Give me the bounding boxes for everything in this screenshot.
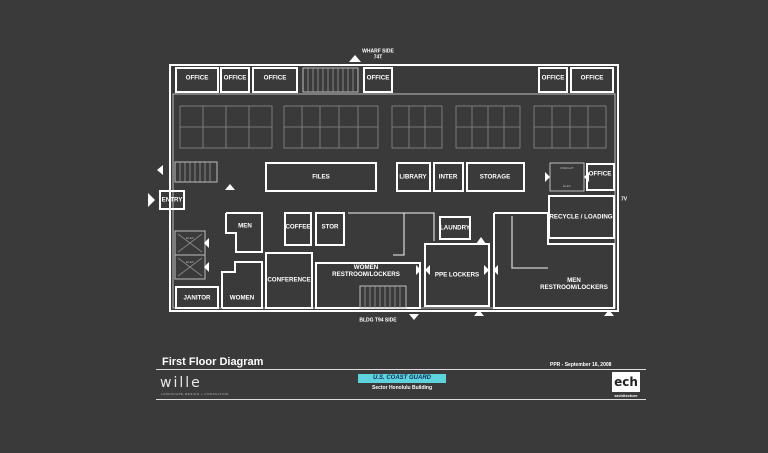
stor-label: STOR <box>321 224 339 231</box>
ppe-arrow-l1 <box>416 265 421 275</box>
men-lockers-room[interactable] <box>493 212 615 309</box>
wharf-side-label: WHARF SIDE <box>362 48 394 54</box>
janitor-label: JANITOR <box>183 295 211 302</box>
office-2[interactable] <box>220 67 250 93</box>
architect-logo: ech <box>612 372 640 392</box>
cubicle-block-4 <box>455 105 521 149</box>
drawing-date: PPR - September 16, 2008 <box>550 362 612 368</box>
stor-room[interactable] <box>315 212 345 246</box>
wall-segment-1 <box>348 212 435 241</box>
client-building: Sector Honolulu Building <box>372 385 432 391</box>
office-6[interactable] <box>570 67 614 93</box>
client-logo: U.S. COAST GUARD <box>358 374 446 383</box>
bldg-side-label: BLDG T94 SIDE <box>359 317 397 323</box>
wharf-side-arrow <box>349 55 361 62</box>
women-label: WOMEN <box>230 295 255 302</box>
laundry-label: LAUNDRY <box>440 225 471 232</box>
office-3[interactable] <box>252 67 298 93</box>
elev-2-label: ELEV <box>186 260 194 264</box>
inter-room[interactable] <box>433 162 464 192</box>
entry-label: ENTRY <box>162 197 184 204</box>
office-2-label: OFFICE <box>224 75 247 82</box>
office-5-label: OFFICE <box>542 75 565 82</box>
bottom-arrow-1 <box>409 314 419 320</box>
interior-arrow-1 <box>225 184 235 190</box>
office-6-label: OFFICE <box>581 75 604 82</box>
office-4[interactable] <box>363 67 393 93</box>
laundry-arrow <box>476 237 486 244</box>
office-1[interactable] <box>175 67 219 93</box>
freight-arrow-left <box>545 172 550 182</box>
men-label: MEN <box>238 223 252 230</box>
freight-label: FREIGHT <box>560 166 573 170</box>
storage-label: STORAGE <box>480 174 510 181</box>
ppe-lockers-room[interactable] <box>424 243 490 307</box>
drawing-title: First Floor Diagram <box>162 356 264 368</box>
storage-room[interactable] <box>466 162 525 192</box>
office-1-label: OFFICE <box>186 75 209 82</box>
conference-label: CONFERENCE <box>267 277 310 284</box>
recycle-label: RECYCLE / LOADING <box>549 214 612 221</box>
office-4-label: OFFICE <box>367 75 390 82</box>
files-label: FILES <box>312 174 330 181</box>
title-rule-bottom <box>156 399 646 400</box>
office-7-label: OFFICE <box>589 171 612 178</box>
left-stair <box>174 161 218 183</box>
freight-elev-label: ELEV <box>563 184 571 188</box>
title-rule-top <box>156 369 646 370</box>
ppe-label: PPE LOCKERS <box>435 272 479 279</box>
wall-segment-2 <box>393 213 405 256</box>
library-label: LIBRARY <box>399 174 427 181</box>
entry-room[interactable] <box>159 190 185 210</box>
men-room[interactable] <box>225 212 263 253</box>
library-room[interactable] <box>396 162 431 192</box>
freight-elevator: FREIGHT ELEV <box>549 162 585 192</box>
bottom-arrow-3 <box>604 310 614 316</box>
entry-arrow <box>148 193 155 207</box>
files-room[interactable] <box>265 162 377 192</box>
cubicle-block-3 <box>391 105 443 149</box>
lower-stair <box>359 285 407 309</box>
cubicle-block-5 <box>533 105 607 149</box>
ppe-arrow-l2 <box>425 265 430 275</box>
laundry-room[interactable] <box>439 216 471 240</box>
conference-room[interactable] <box>265 252 313 309</box>
inter-label: INTER <box>439 174 458 181</box>
office-3-label: OFFICE <box>264 75 287 82</box>
elev-1-label: ELEV <box>186 236 194 240</box>
firm-tagline: LANDSCAPE DESIGN + CONSULTING <box>161 392 229 396</box>
building-outline <box>169 64 619 312</box>
men-lockers-inner-wall <box>511 216 548 269</box>
janitor-room[interactable] <box>175 286 219 309</box>
top-stair <box>302 67 359 93</box>
cubicle-block-1 <box>179 105 273 149</box>
bottom-arrow-2 <box>474 310 484 316</box>
ppe-arrow-r1 <box>484 265 489 275</box>
ppe-arrow-r2 <box>493 265 498 275</box>
left-arrow <box>157 165 163 175</box>
cubicle-block-2 <box>283 105 379 149</box>
right-side-label: 7V <box>621 196 628 202</box>
coffee-room[interactable] <box>284 212 312 246</box>
women-room[interactable] <box>221 261 263 309</box>
architect-label: architecture <box>614 393 638 398</box>
office-5[interactable] <box>538 67 568 93</box>
coffee-label: COFFEE <box>285 224 310 231</box>
elev-arrow-1 <box>204 238 209 248</box>
elev-arrow-2 <box>204 262 209 272</box>
passenger-elevators: ELEV ELEV <box>174 230 206 280</box>
wharf-side-sub: 74T <box>374 54 383 60</box>
firm-logo: wille <box>160 375 202 391</box>
office-7[interactable] <box>586 163 615 191</box>
